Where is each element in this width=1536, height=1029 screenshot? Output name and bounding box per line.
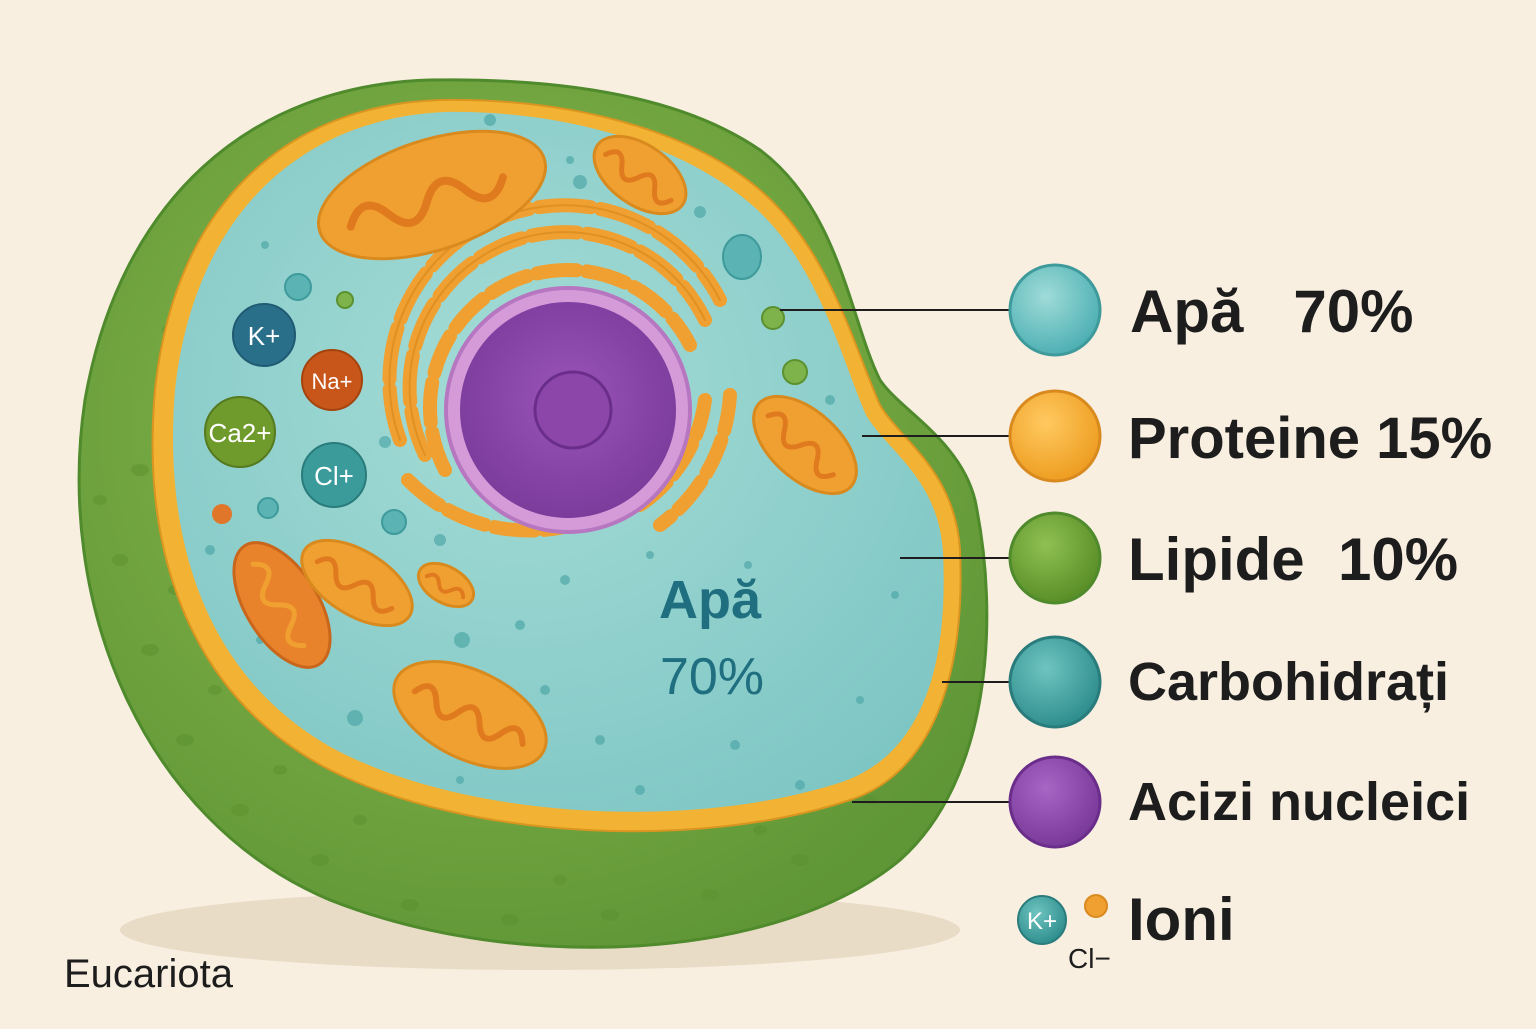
ion-k-legend-icon — [1017, 895, 1067, 945]
ion-cl: Cl+ — [301, 442, 367, 508]
legend-label-proteins: Proteine 15% — [1128, 406, 1492, 471]
legend-label-ions: Ioni — [1128, 886, 1235, 953]
ion-cl-label: Cl+ — [314, 461, 354, 491]
legend-item-water: Apă 70% — [1008, 263, 1413, 357]
ion-na: Na+ — [301, 349, 363, 411]
nucleolus — [533, 370, 613, 450]
mitochondrion-small — [417, 561, 475, 609]
legend-item-ions: K+ Cl− Ioni — [1017, 886, 1235, 974]
legend-item-lipids: Lipide 10% — [1008, 511, 1458, 605]
mitochondrion-top-right — [592, 134, 688, 216]
legend-item-proteins: Proteine 15% — [1008, 389, 1492, 483]
legend-label-water: Apă 70% — [1130, 278, 1413, 345]
small-orange-vesicle — [212, 504, 232, 524]
ion-na-label: Na+ — [312, 369, 353, 394]
legend-item-nucleic-acids: Acizi nucleici — [1008, 755, 1470, 849]
leader-lines — [780, 309, 1010, 803]
ion-k-legend-label: K+ — [1027, 908, 1057, 935]
ion-ca-label: Ca2+ — [209, 418, 272, 448]
ion-cl-legend-icon — [1084, 894, 1108, 918]
water-label: Apă — [659, 570, 762, 630]
ion-ca: Ca2+ — [204, 396, 276, 468]
mitochondrion-right — [752, 394, 858, 496]
mitochondrion-middle — [300, 538, 414, 628]
mitochondrion-top-left — [316, 129, 548, 261]
water-percent-label: 70% — [660, 648, 764, 706]
ion-cl-legend-label: Cl− — [1068, 943, 1111, 974]
legend-label-lipids: Lipide 10% — [1128, 526, 1458, 593]
ion-k-label: K+ — [248, 321, 281, 351]
ion-k: K+ — [232, 303, 296, 367]
legend: Apă 70% Proteine 15% Lipide 10% Carbohid… — [1008, 263, 1492, 974]
green-vesicles — [336, 291, 808, 385]
legend-item-carbohydrates: Carbohidrați — [1008, 635, 1449, 729]
legend-label-carbohydrates: Carbohidrați — [1128, 652, 1449, 713]
legend-label-nucleic-acids: Acizi nucleici — [1128, 772, 1470, 832]
mitochondrion-bottom — [392, 660, 548, 770]
caption-eukaryote: Eucariota — [64, 952, 234, 996]
vesicles — [257, 234, 762, 535]
